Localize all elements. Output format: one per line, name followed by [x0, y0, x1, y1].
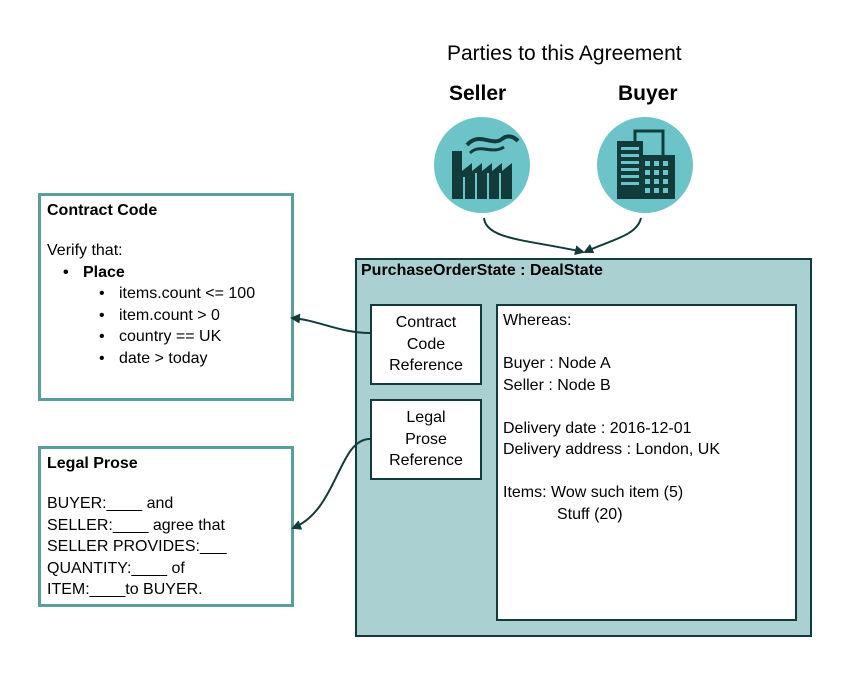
- whereas-label: Whereas:: [503, 312, 572, 329]
- prose-line: SELLER:____ agree that: [47, 516, 225, 534]
- delivery-address: Delivery address : London, UK: [503, 441, 720, 458]
- ref-line: Code: [406, 335, 446, 353]
- ref-line: Legal: [406, 409, 446, 427]
- office-building-icon: [617, 129, 675, 199]
- seller-circle: [434, 117, 530, 213]
- contract-code-box: Contract Code Verify that: Place items.c…: [38, 193, 294, 401]
- state-title: PurchaseOrderState : DealState: [361, 262, 603, 279]
- seller-arrow: [483, 217, 585, 256]
- place-bullet: Place: [63, 262, 285, 284]
- prose-line: ITEM:____to BUYER.: [47, 581, 203, 598]
- legal-prose-box: Legal Prose BUYER:____ and SELLER:____ a…: [38, 446, 294, 607]
- rule-item: date > today: [99, 348, 285, 370]
- buyer-circle: [597, 117, 693, 213]
- seller-node: Seller : Node B: [503, 376, 611, 394]
- items-line-2: Stuff (20): [557, 505, 623, 523]
- legal-prose-title: Legal Prose: [47, 455, 138, 472]
- rule-item: country == UK: [99, 326, 285, 348]
- parties-title: Parties to this Agreement: [447, 42, 682, 65]
- contract-code-title: Contract Code: [47, 202, 158, 219]
- prose-line: BUYER:____ and: [47, 495, 174, 512]
- contract-code-reference: Contract Code Reference: [370, 304, 482, 385]
- ref-line: Contract: [395, 314, 457, 332]
- rule-item: item.count > 0: [99, 305, 285, 327]
- ref-line: Reference: [389, 357, 463, 375]
- prose-line: QUANTITY:____ of: [47, 559, 185, 577]
- seller-label: Seller: [449, 82, 507, 105]
- items-line: Items: Wow such item (5): [503, 484, 684, 501]
- ref-line: Prose: [405, 430, 447, 448]
- prose-line: SELLER PROVIDES:___: [47, 538, 227, 555]
- factory-icon: [452, 134, 520, 199]
- ref-line: Reference: [389, 452, 463, 470]
- contract-ref-arrow: [290, 313, 371, 334]
- delivery-date: Delivery date : 2016-12-01: [503, 419, 692, 437]
- verify-intro: Verify that:: [47, 242, 123, 259]
- legal-prose-reference: Legal Prose Reference: [370, 399, 482, 480]
- buyer-arrow: [583, 217, 642, 254]
- prose-ref-arrow: [291, 438, 371, 530]
- buyer-node: Buyer : Node A: [503, 355, 611, 372]
- buyer-label: Buyer: [618, 82, 678, 105]
- state-details: Whereas: Buyer : Node A Seller : Node B …: [496, 304, 797, 621]
- rule-item: items.count <= 100: [99, 283, 285, 305]
